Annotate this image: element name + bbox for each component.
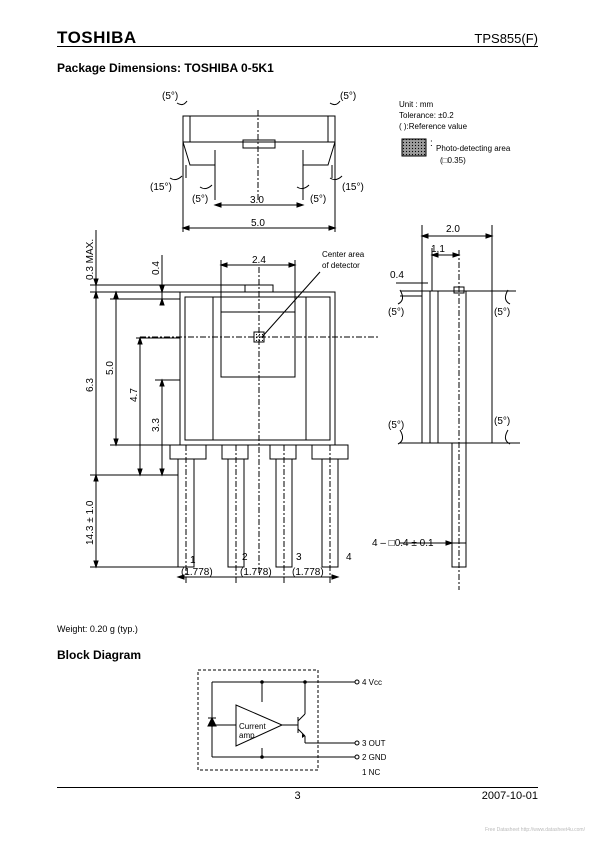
dim-0-4-v: 0.4 (151, 261, 162, 275)
legend-photo-size: (□0.35) (440, 156, 466, 165)
angle-label: (5°) (494, 416, 510, 427)
pin3-label: 3 OUT (362, 739, 386, 748)
dim-6-3: 6.3 (85, 378, 96, 392)
dim-5-0-v: 5.0 (105, 361, 116, 375)
weight-text: Weight: 0.20 g (typ.) (57, 624, 138, 634)
dim-3-3: 3.3 (151, 418, 162, 432)
pitch-label: (1.778) (181, 567, 213, 578)
legend-photo-area: Photo-detecting area (436, 144, 511, 153)
dim-4-7: 4.7 (129, 388, 140, 402)
center-area-label-2: of detector (322, 261, 360, 270)
angle-label: (5°) (340, 91, 356, 102)
lead-size: 4 – □0.4 ± 0.1 (372, 538, 434, 549)
angle-label: (5°) (192, 194, 208, 205)
header-rule (57, 46, 538, 47)
dim-0-4: 0.4 (390, 270, 404, 281)
document-date: 2007-10-01 (481, 790, 538, 802)
angle-label: (15°) (150, 182, 172, 193)
toshiba-logo: TOSHIBA (57, 28, 137, 47)
center-area-label: Center area (322, 250, 365, 259)
legend-reference: ( ):Reference value (399, 122, 468, 131)
pin1-label: 1 NC (362, 768, 380, 777)
angle-label: (5°) (388, 307, 404, 318)
dim-2-4: 2.4 (252, 255, 266, 266)
amp-label-2: amp (239, 731, 255, 740)
dim-1-1: 1.1 (431, 244, 445, 255)
dim-2-0: 2.0 (446, 224, 460, 235)
legend-unit: Unit : mm (399, 100, 434, 109)
angle-label: (5°) (162, 91, 178, 102)
svg-text::: : (430, 138, 433, 149)
package-title: Package Dimensions: TOSHIBA 0-5K1 (57, 61, 274, 75)
pin-label: 1 (190, 555, 196, 566)
pitch-label: (1.778) (292, 567, 324, 578)
angle-label: (5°) (494, 307, 510, 318)
pin-label: 4 (346, 552, 352, 563)
dim-3-0: 3.0 (250, 195, 264, 206)
watermark: Free Datasheet http://www.datasheet4u.co… (484, 827, 585, 833)
dim-5-0: 5.0 (251, 218, 265, 229)
angle-label: (5°) (310, 194, 326, 205)
part-number: TPS855(F) (474, 31, 538, 46)
dim-14-3: 14.3 ± 1.0 (85, 500, 96, 545)
pin2-label: 2 GND (362, 753, 387, 762)
block-boundary (197, 669, 319, 771)
angle-label: (5°) (388, 420, 404, 431)
angle-label: (15°) (342, 182, 364, 193)
legend-tolerance: Tolerance: ±0.2 (399, 111, 454, 120)
top-view-body (182, 115, 336, 143)
footer-rule (57, 787, 538, 788)
pin-label: 2 (242, 552, 248, 563)
pitch-label: (1.778) (240, 567, 272, 578)
pin4-label: 4 Vcc (362, 678, 382, 687)
block-diagram-title: Block Diagram (57, 648, 142, 662)
pin-label: 3 (296, 552, 302, 563)
dim-0-3: 0.3 MAX. (85, 239, 96, 280)
amp-label: Current (239, 722, 266, 731)
page-number: 3 (294, 790, 301, 802)
